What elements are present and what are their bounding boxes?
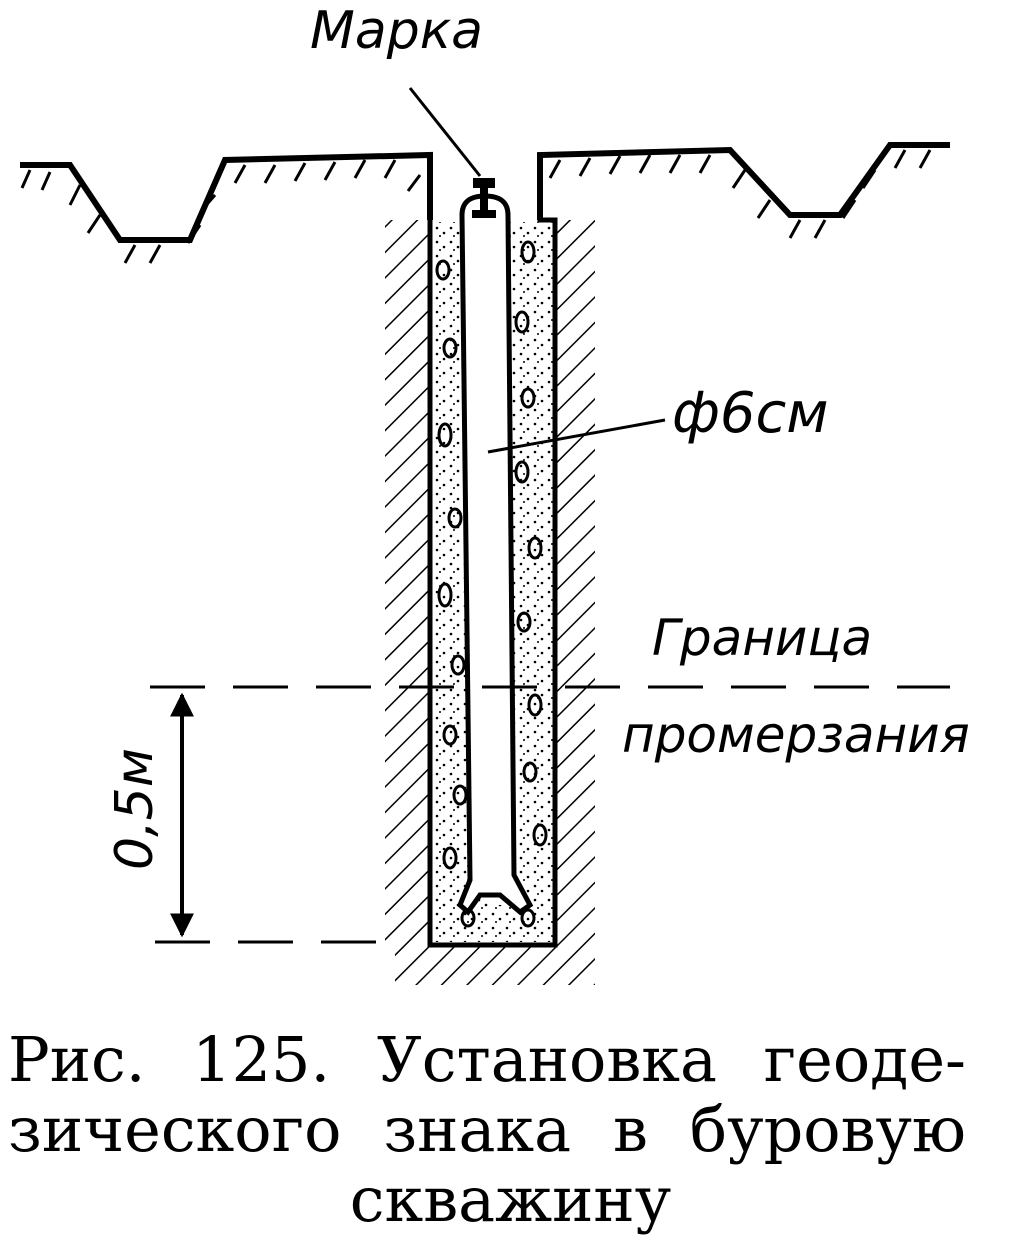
freeze-boundary-label-line2: промерзания	[622, 706, 970, 764]
survey-pipe	[457, 193, 534, 916]
mark-head	[472, 178, 496, 218]
borehole-walls	[385, 220, 595, 985]
ground-surface-right	[537, 142, 950, 239]
caption-line-3: скважину	[349, 1163, 672, 1236]
borehole-outline	[427, 155, 558, 948]
caption-line-1: Рис. 125. Установка геоде-	[8, 1023, 966, 1096]
gravel-pebbles	[435, 240, 548, 928]
diameter-label: ф6см	[672, 381, 829, 446]
mark-label: Марка	[310, 1, 483, 61]
freeze-boundary-label-line1: Граница	[652, 609, 872, 667]
depth-label: 0,5м	[105, 748, 165, 870]
ground-surface-left	[20, 151, 433, 264]
caption-line-2: зического знака в буровую	[8, 1093, 966, 1166]
diameter-leader-line	[487, 418, 666, 454]
figure-caption: Рис. 125. Установка геоде- зического зна…	[0, 1025, 1021, 1235]
mark-leader-line	[408, 87, 482, 177]
